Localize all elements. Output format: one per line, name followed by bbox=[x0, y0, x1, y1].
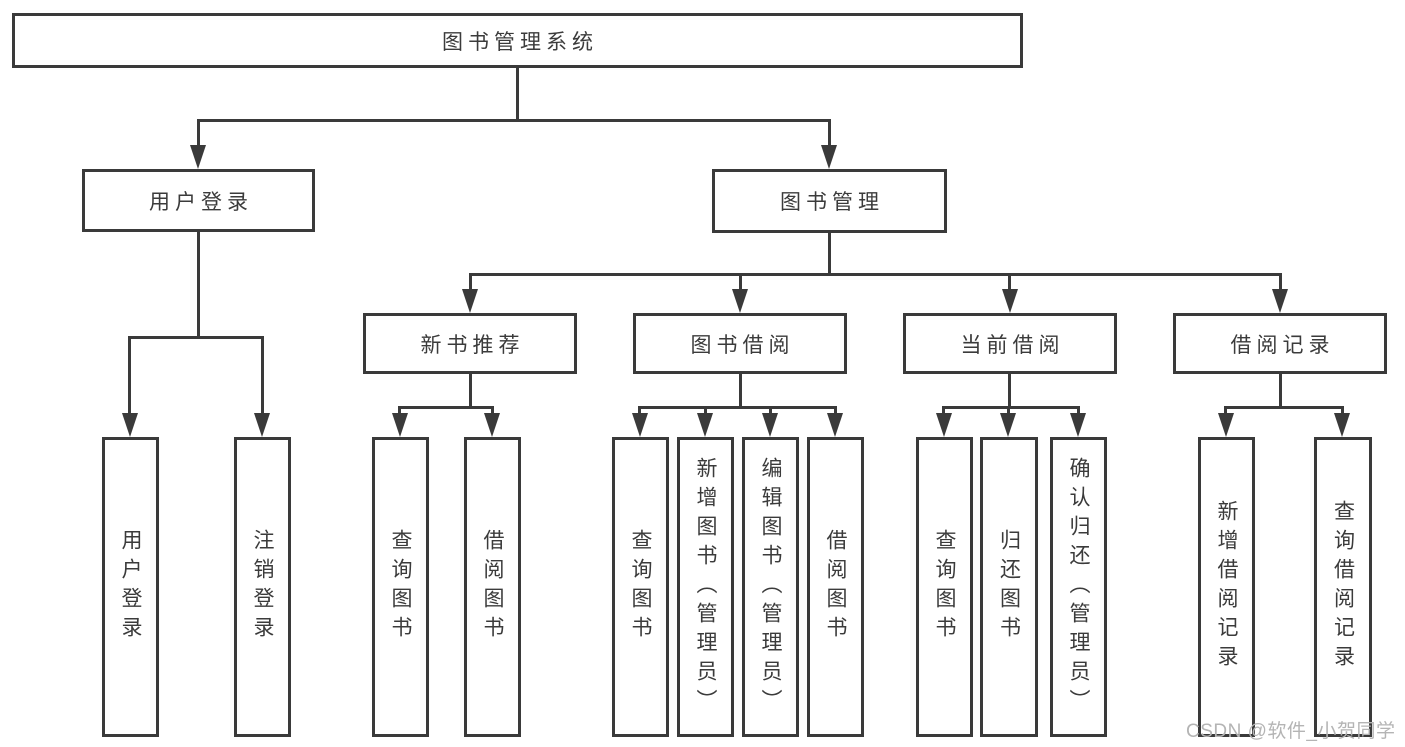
connector-borrow-c2-stem bbox=[704, 406, 707, 416]
leaf-current-query-book: 查询图书 bbox=[916, 437, 973, 737]
leaf-records-add-record-label: 新增借阅记录 bbox=[1215, 500, 1238, 674]
node-user-login: 用户登录 bbox=[82, 169, 315, 232]
arrow-borrow-c2-icon bbox=[697, 413, 713, 437]
connector-current-stem bbox=[1008, 374, 1011, 406]
arrow-records-c1-icon bbox=[1218, 413, 1234, 437]
arrow-newrec-query-icon bbox=[392, 413, 408, 437]
connector-leaf-user-login-stem bbox=[128, 336, 131, 416]
connector-newrec-borrow-stem bbox=[491, 406, 494, 416]
leaf-current-return-book-label: 归还图书 bbox=[997, 529, 1021, 645]
leaf-borrow-query-book-label: 查询图书 bbox=[629, 529, 652, 645]
arrow-current-c2-icon bbox=[1000, 413, 1016, 437]
node-root-label: 图书管理系统 bbox=[442, 30, 598, 54]
connector-root-split bbox=[197, 119, 831, 122]
leaf-records-query-record: 查询借阅记录 bbox=[1314, 437, 1372, 737]
leaf-borrow-borrow-book: 借阅图书 bbox=[807, 437, 864, 737]
arrow-borrow-c4-icon bbox=[827, 413, 843, 437]
leaf-newrec-query-book: 查询图书 bbox=[372, 437, 429, 737]
leaf-records-add-record: 新增借阅记录 bbox=[1198, 437, 1255, 737]
node-new-book-recommend: 新书推荐 bbox=[363, 313, 577, 374]
connector-mgmt-branch-split bbox=[469, 273, 1282, 276]
connector-current-c1-stem bbox=[942, 406, 945, 416]
leaf-user-login-label: 用户登录 bbox=[119, 529, 142, 645]
connector-borrow-c3-stem bbox=[769, 406, 772, 416]
connector-borrow-c1-stem bbox=[638, 406, 641, 416]
node-book-management-label: 图书管理 bbox=[780, 191, 884, 214]
leaf-borrow-borrow-book-label: 借阅图书 bbox=[824, 529, 847, 645]
connector-newrec-stem bbox=[469, 374, 472, 406]
leaf-newrec-borrow-book-label: 借阅图书 bbox=[481, 529, 504, 645]
connector-records-split bbox=[1224, 406, 1344, 409]
arrow-leaf-user-login-icon bbox=[122, 413, 138, 437]
connector-book-borrow-stem bbox=[739, 273, 742, 292]
node-current-borrow: 当前借阅 bbox=[903, 313, 1117, 374]
leaf-borrow-add-book-admin-label: 新增图书（管理员） bbox=[694, 456, 717, 718]
connector-root-stem bbox=[516, 68, 519, 119]
connector-current-c2-stem bbox=[1007, 406, 1010, 416]
leaf-newrec-query-book-label: 查询图书 bbox=[389, 529, 412, 645]
connector-user-login-stem bbox=[197, 119, 200, 148]
leaf-current-confirm-return-admin: 确认归还（管理员） bbox=[1050, 437, 1107, 737]
arrow-book-mgmt-icon bbox=[821, 145, 837, 169]
connector-records-c1-stem bbox=[1224, 406, 1227, 416]
leaf-logout: 注销登录 bbox=[234, 437, 291, 737]
leaf-current-query-book-label: 查询图书 bbox=[933, 529, 956, 645]
node-current-borrow-label: 当前借阅 bbox=[960, 333, 1065, 357]
connector-borrow-records-stem bbox=[1279, 273, 1282, 292]
node-borrow-records-label: 借阅记录 bbox=[1230, 333, 1335, 357]
arrow-user-login-icon bbox=[190, 145, 206, 169]
connector-borrow-split bbox=[638, 406, 837, 409]
arrow-book-borrow-icon bbox=[732, 289, 748, 313]
connector-mgmt-branch-stem bbox=[828, 233, 831, 273]
connector-borrow-c4-stem bbox=[834, 406, 837, 416]
connector-book-mgmt-stem bbox=[828, 119, 831, 148]
node-root: 图书管理系统 bbox=[12, 13, 1023, 68]
node-book-borrow: 图书借阅 bbox=[633, 313, 847, 374]
connector-current-split bbox=[942, 406, 1080, 409]
leaf-records-query-record-label: 查询借阅记录 bbox=[1331, 500, 1355, 674]
connector-user-branch-stem bbox=[197, 232, 200, 336]
leaf-borrow-edit-book-admin: 编辑图书（管理员） bbox=[742, 437, 799, 737]
leaf-newrec-borrow-book: 借阅图书 bbox=[464, 437, 521, 737]
arrow-new-book-icon bbox=[462, 289, 478, 313]
watermark: CSDN @软件_小贺同学 bbox=[1186, 721, 1396, 742]
leaf-borrow-query-book: 查询图书 bbox=[612, 437, 669, 737]
leaf-user-login: 用户登录 bbox=[102, 437, 159, 737]
node-book-management: 图书管理 bbox=[712, 169, 947, 233]
leaf-borrow-edit-book-admin-label: 编辑图书（管理员） bbox=[759, 456, 782, 718]
arrow-current-c3-icon bbox=[1070, 413, 1086, 437]
arrow-current-borrow-icon bbox=[1002, 289, 1018, 313]
arrow-current-c1-icon bbox=[936, 413, 952, 437]
connector-leaf-logout-stem bbox=[261, 336, 264, 416]
connector-records-c2-stem bbox=[1341, 406, 1344, 416]
connector-new-book-stem bbox=[469, 273, 472, 292]
arrow-borrow-records-icon bbox=[1272, 289, 1288, 313]
arrow-newrec-borrow-icon bbox=[484, 413, 500, 437]
arrow-borrow-c3-icon bbox=[762, 413, 778, 437]
node-user-login-label: 用户登录 bbox=[149, 190, 253, 214]
arrow-borrow-c1-icon bbox=[632, 413, 648, 437]
connector-current-c3-stem bbox=[1077, 406, 1080, 416]
connector-newrec-query-stem bbox=[398, 406, 401, 416]
arrow-leaf-logout-icon bbox=[254, 413, 270, 437]
connector-user-branch-split bbox=[128, 336, 264, 339]
leaf-current-confirm-return-admin-label: 确认归还（管理员） bbox=[1067, 456, 1090, 718]
leaf-logout-label: 注销登录 bbox=[251, 529, 274, 645]
node-new-book-recommend-label: 新书推荐 bbox=[420, 333, 525, 357]
connector-records-stem bbox=[1279, 374, 1282, 406]
connector-current-borrow-stem bbox=[1008, 273, 1011, 292]
connector-borrow-stem bbox=[739, 374, 742, 406]
leaf-current-return-book: 归还图书 bbox=[980, 437, 1038, 737]
leaf-borrow-add-book-admin: 新增图书（管理员） bbox=[677, 437, 734, 737]
connector-newrec-split bbox=[398, 406, 494, 409]
node-book-borrow-label: 图书借阅 bbox=[690, 333, 795, 357]
arrow-records-c2-icon bbox=[1334, 413, 1350, 437]
node-borrow-records: 借阅记录 bbox=[1173, 313, 1387, 374]
